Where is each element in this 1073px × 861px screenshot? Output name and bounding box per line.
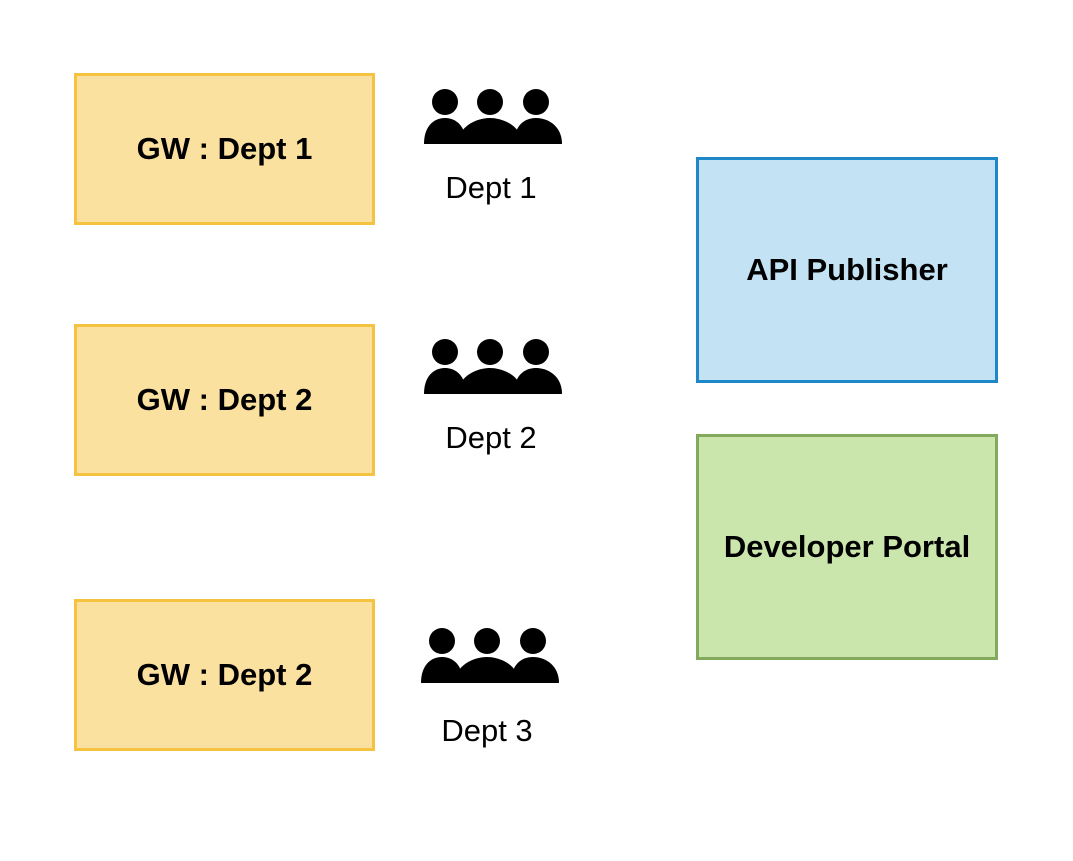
people-group-icon xyxy=(424,89,562,144)
group-label-dept-2: Dept 2 xyxy=(445,420,537,455)
group-label-dept-3: Dept 3 xyxy=(441,713,533,748)
group-label-dept-1: Dept 1 xyxy=(445,170,537,205)
people-group-icon xyxy=(421,628,559,683)
gateway-dept-1-box: GW : Dept 1 xyxy=(74,73,375,225)
gateway-dept-3-box: GW : Dept 2 xyxy=(74,599,375,751)
api-publisher-box: API Publisher xyxy=(696,157,998,383)
developer-portal-box: Developer Portal xyxy=(696,434,998,660)
people-group-icon xyxy=(424,339,562,394)
gateway-dept-2-box: GW : Dept 2 xyxy=(74,324,375,476)
